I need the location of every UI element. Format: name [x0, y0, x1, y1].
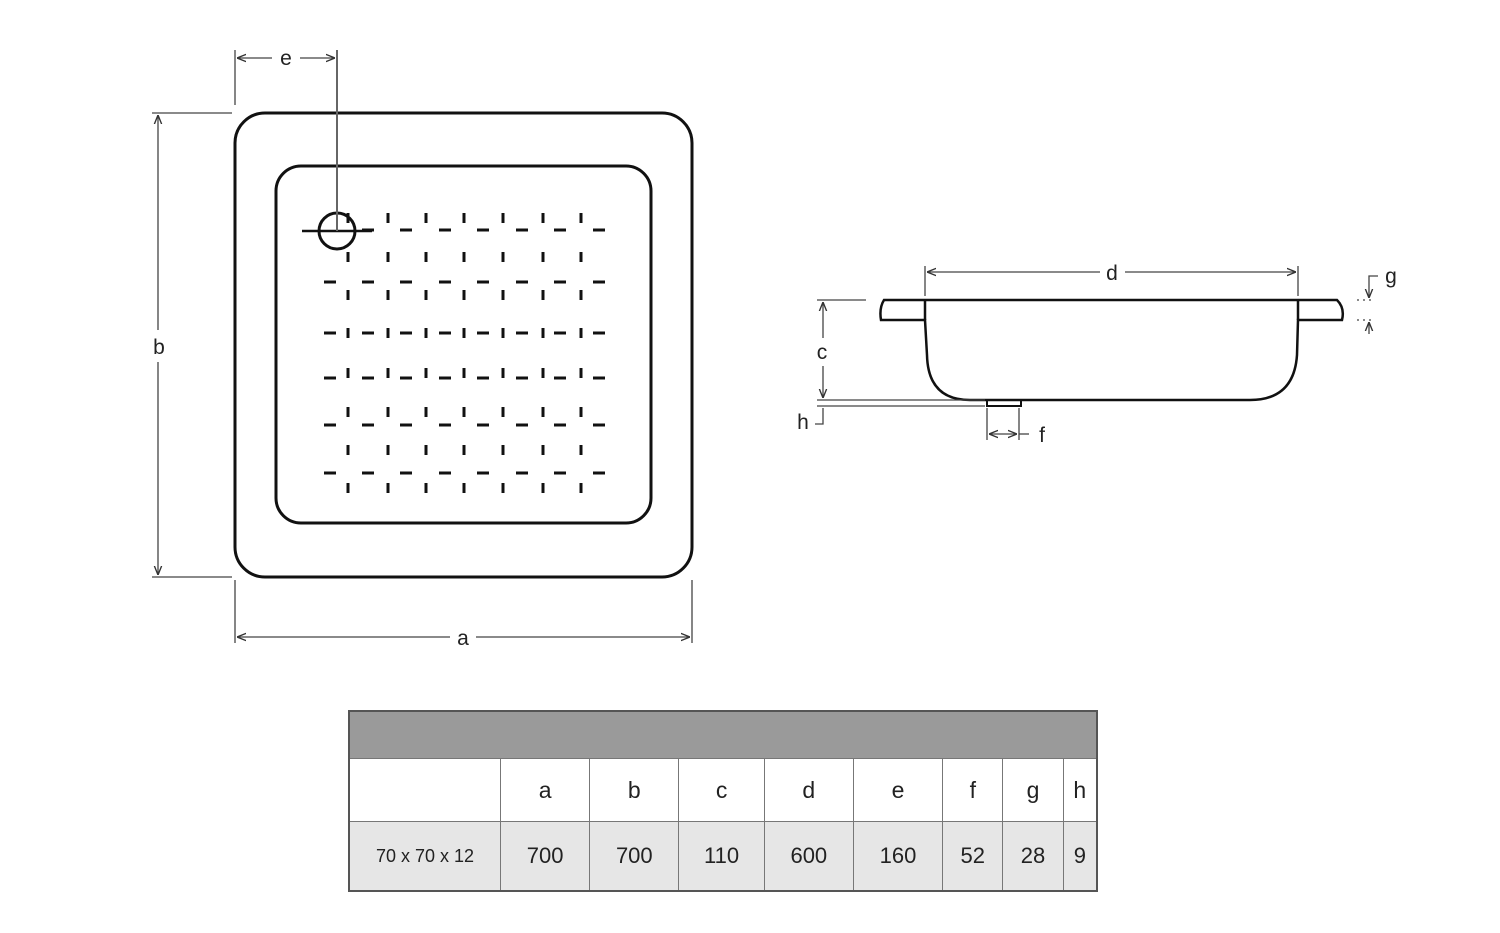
header-cell-f: f	[942, 758, 1004, 822]
table-title-band	[348, 710, 1098, 759]
header-cell-b: b	[589, 758, 680, 822]
dim-g-label: g	[1385, 265, 1397, 288]
plan-dimensions	[152, 50, 693, 643]
table-header-row: a b c d e f g h	[348, 758, 1098, 822]
side-view	[879, 298, 1345, 407]
cell-model: 70 x 70 x 12	[348, 821, 501, 892]
cell-f: 52	[942, 821, 1004, 892]
dim-a-label: a	[457, 627, 469, 650]
drain-outlet	[986, 399, 1022, 407]
cell-h: 9	[1062, 821, 1098, 892]
cell-e: 160	[852, 821, 944, 892]
tray-inner-basin	[274, 164, 653, 525]
dim-h-label: h	[797, 411, 809, 434]
anti-slip-pattern	[324, 213, 605, 493]
dim-g-leader	[1369, 275, 1378, 298]
dim-c-label: c	[817, 341, 828, 364]
plan-view	[233, 111, 694, 579]
header-cell-h: h	[1062, 758, 1098, 822]
table-title	[348, 710, 1098, 759]
header-cell-e: e	[852, 758, 944, 822]
header-cell-model	[348, 758, 501, 822]
cell-b: 700	[589, 821, 680, 892]
cell-a: 700	[499, 821, 591, 892]
cell-d: 600	[763, 821, 854, 892]
dim-f-label: f	[1039, 424, 1045, 447]
header-cell-c: c	[678, 758, 765, 822]
dim-e-label: e	[280, 47, 292, 70]
cell-c: 110	[678, 821, 765, 892]
header-cell-a: a	[499, 758, 591, 822]
dim-d-label: d	[1106, 262, 1118, 285]
dim-b-label: b	[153, 336, 165, 359]
cell-g: 28	[1002, 821, 1064, 892]
tray-profile	[879, 298, 1345, 402]
tray-outer-rim	[233, 111, 694, 579]
header-cell-g: g	[1002, 758, 1064, 822]
header-cell-d: d	[763, 758, 854, 822]
dimensions-table: a b c d e f g h 70 x 70 x 12 700 700 110…	[348, 710, 1098, 892]
dim-h-leader	[815, 408, 824, 425]
side-dimensions	[815, 266, 1378, 440]
table-row: 70 x 70 x 12 700 700 110 600 160 52 28 9	[348, 821, 1098, 892]
